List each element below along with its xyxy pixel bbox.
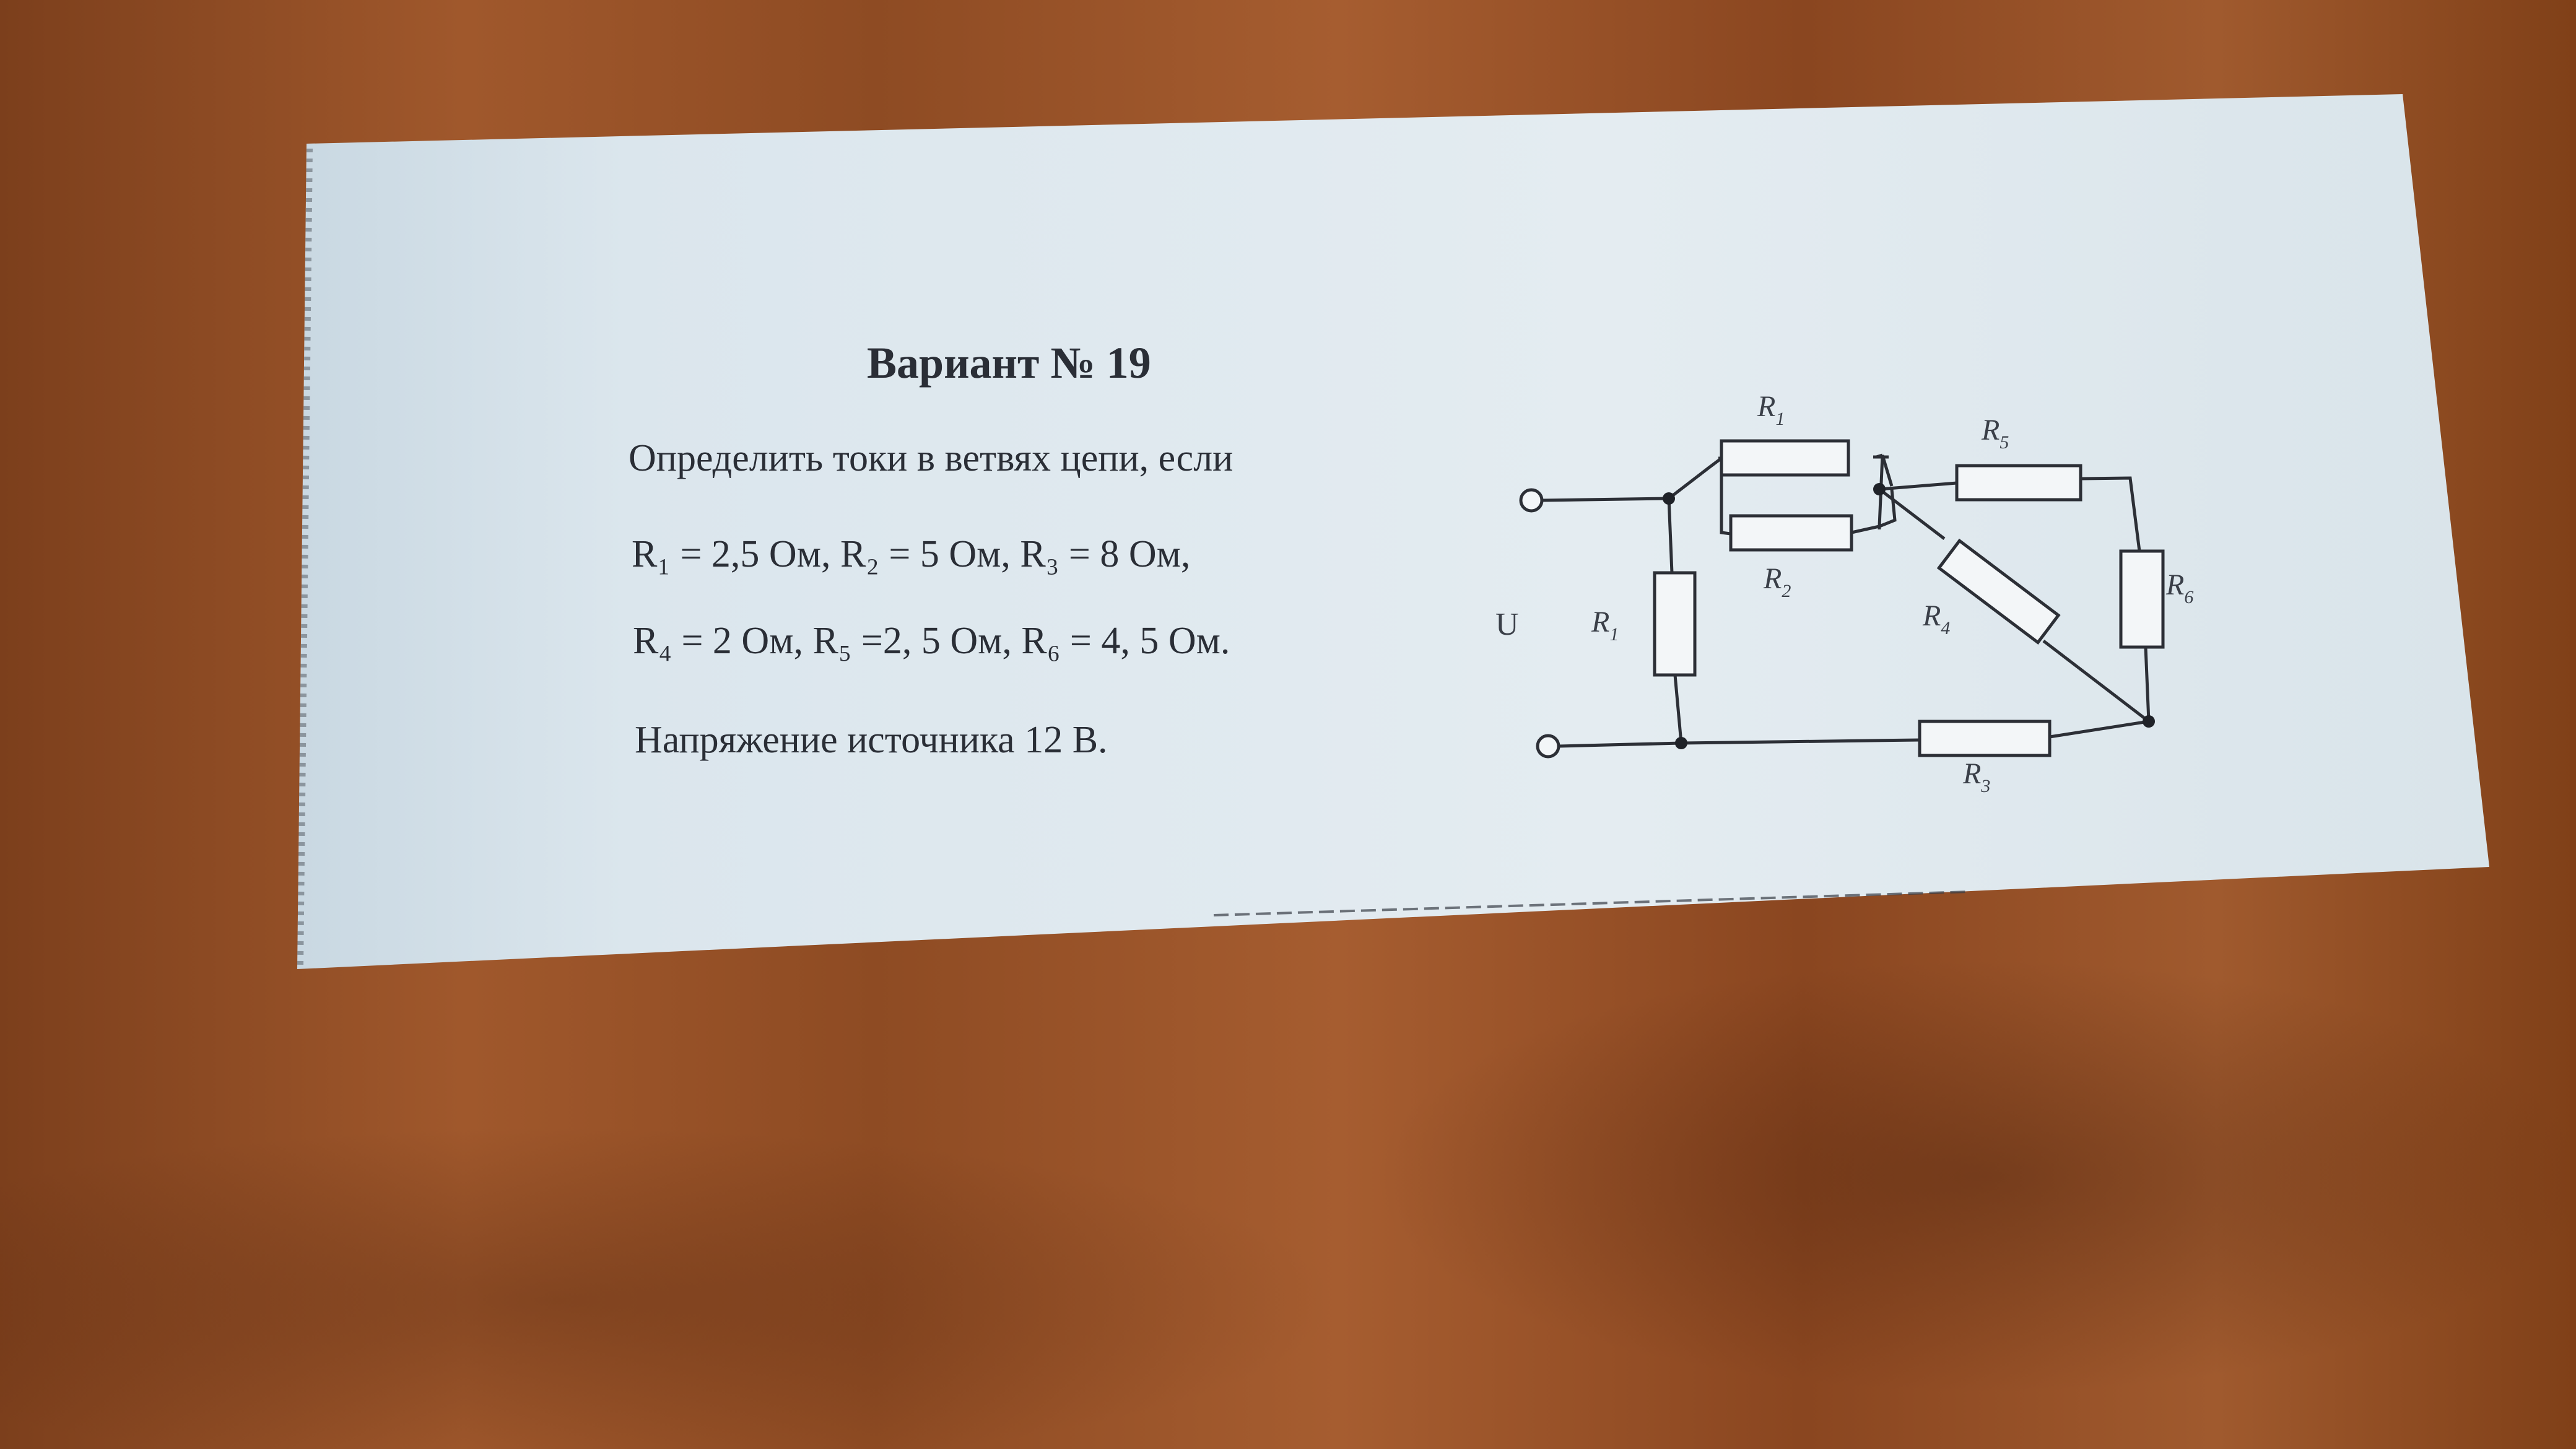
junction-node-b [2143, 715, 2155, 728]
variant-title: Вариант № 19 [867, 338, 1151, 388]
top-input-terminal [1519, 488, 1544, 513]
label-r2: R2 [1763, 562, 1791, 601]
bottom-input-terminal [1536, 734, 1560, 759]
resistance-values-line-1: R₁ = 2,5 Ом, R₂ = 5 Ом, R₃ = 8 Ом, [632, 533, 1191, 575]
wire-r6-to-node-b [2144, 646, 2151, 722]
resistor-r5 [1955, 464, 2082, 502]
wire-r3-to-node-b [2049, 720, 2149, 739]
resistor-r1-left [1653, 571, 1697, 677]
junction-node-a [1873, 483, 1886, 495]
wire-node-a-to-r4 [1878, 488, 1946, 540]
resistance-values-line-2: R₄ = 2 Ом, R₅ =2, 5 Ом, R₆ = 4, 5 Ом. [633, 620, 1230, 662]
wire-left-top [1667, 498, 1674, 573]
resistor-r3 [1918, 720, 2052, 757]
source-voltage-line: Напряжение источника 12 В. [635, 719, 1108, 761]
source-voltage-label: U [1495, 607, 1519, 642]
junction-node-bottom-left [1675, 737, 1687, 749]
wire-left-bottom [1673, 674, 1683, 744]
resistor-r1-top [1720, 439, 1850, 477]
label-r3: R3 [1962, 757, 1990, 796]
resistor-r6 [2119, 549, 2165, 649]
label-r6: R6 [2165, 568, 2193, 607]
label-r5: R5 [1981, 414, 2009, 453]
resistor-r4 [1936, 538, 2061, 645]
resistor-r2 [1729, 514, 1853, 552]
label-r1-top: R1 [1757, 390, 1785, 429]
wire-r5-to-r6 [2080, 476, 2141, 552]
wire-to-node-a [1881, 455, 1894, 487]
wire-top-input [1541, 497, 1669, 502]
label-r1-left: R1 [1591, 606, 1619, 645]
wire-bottom-input [1558, 738, 1920, 748]
label-r4: R4 [1922, 599, 1950, 638]
junction-node-top-left [1663, 492, 1675, 505]
wire-r1-right-stub [1876, 453, 1883, 459]
wire-r4-to-node-b [2042, 640, 2150, 723]
wire-to-r5 [1879, 481, 1957, 491]
task-statement: Определить токи в ветвях цепи, если [629, 437, 1234, 479]
